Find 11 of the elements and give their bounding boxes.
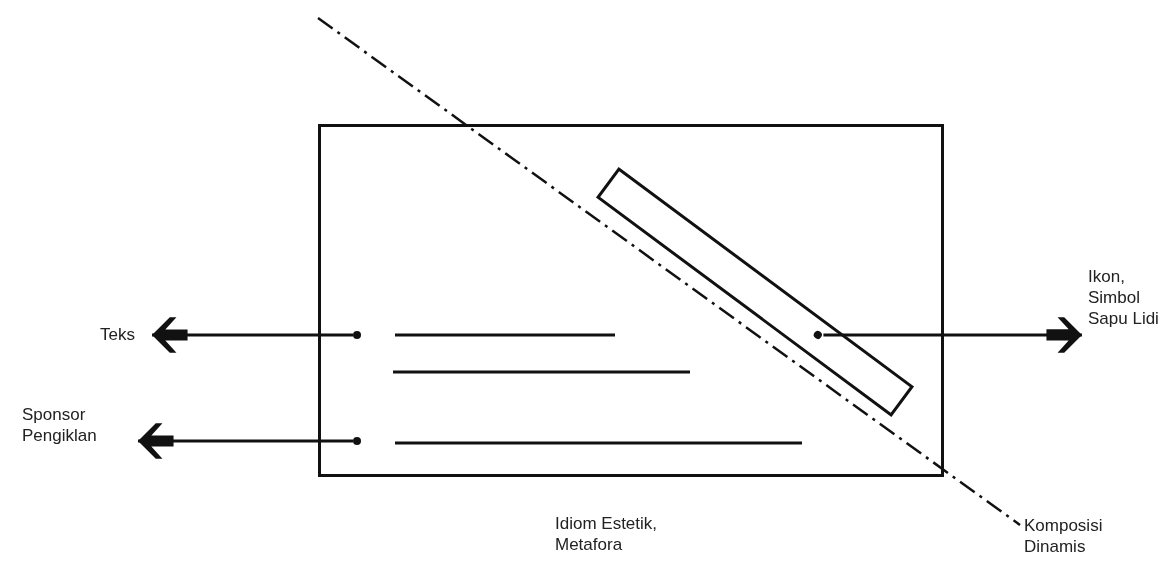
dot [812, 329, 824, 341]
tilted-box [595, 167, 915, 417]
text-label: Ikon, Simbol Sapu Lidi [1088, 266, 1172, 329]
frame-box [318, 124, 944, 477]
text-label: Komposisi Dinamis [1024, 515, 1124, 557]
text-label: Sponsor Pengiklan [22, 404, 134, 446]
dash-dot-line [317, 17, 1021, 526]
dot [353, 437, 361, 445]
dot [353, 331, 361, 339]
text-label: Teks [100, 324, 148, 345]
caption-text: Idiom Estetik, Metafora [555, 513, 659, 555]
